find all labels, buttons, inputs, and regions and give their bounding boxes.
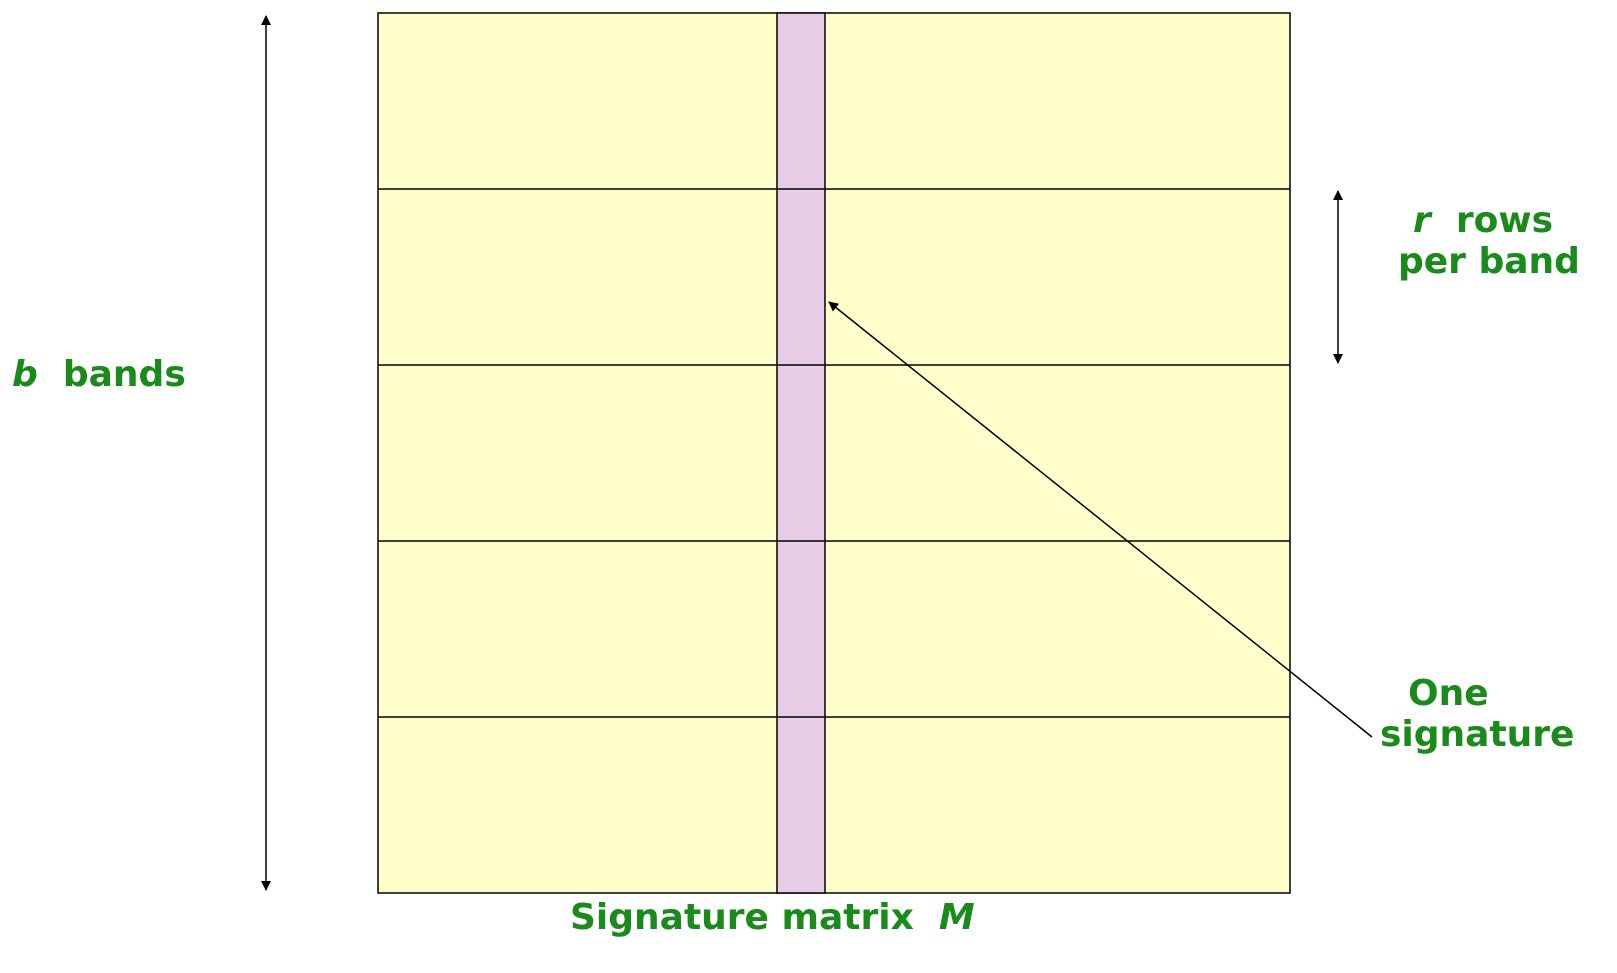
rows-variable: r [1412, 200, 1431, 241]
bands-text: bands [62, 354, 186, 395]
matrix-background [377, 12, 1291, 894]
matrix-variable: M [938, 897, 975, 938]
signature-column [776, 12, 826, 894]
signature-pointer-arrow [828, 301, 1373, 738]
rows-line2: per band [1398, 241, 1580, 283]
matrix-text: Signature matrix [570, 897, 914, 938]
signature-line1: One [1408, 673, 1489, 714]
signature-line2: signature [1380, 714, 1575, 756]
rows-text: rows [1455, 200, 1553, 241]
one-signature-label: One signature [1380, 673, 1574, 756]
matrix-caption: Signature matrix M [570, 897, 975, 938]
bands-variable: b [12, 354, 38, 395]
bands-label: b bands [12, 354, 186, 395]
rows-per-band-label: r rows per band [1398, 200, 1580, 283]
